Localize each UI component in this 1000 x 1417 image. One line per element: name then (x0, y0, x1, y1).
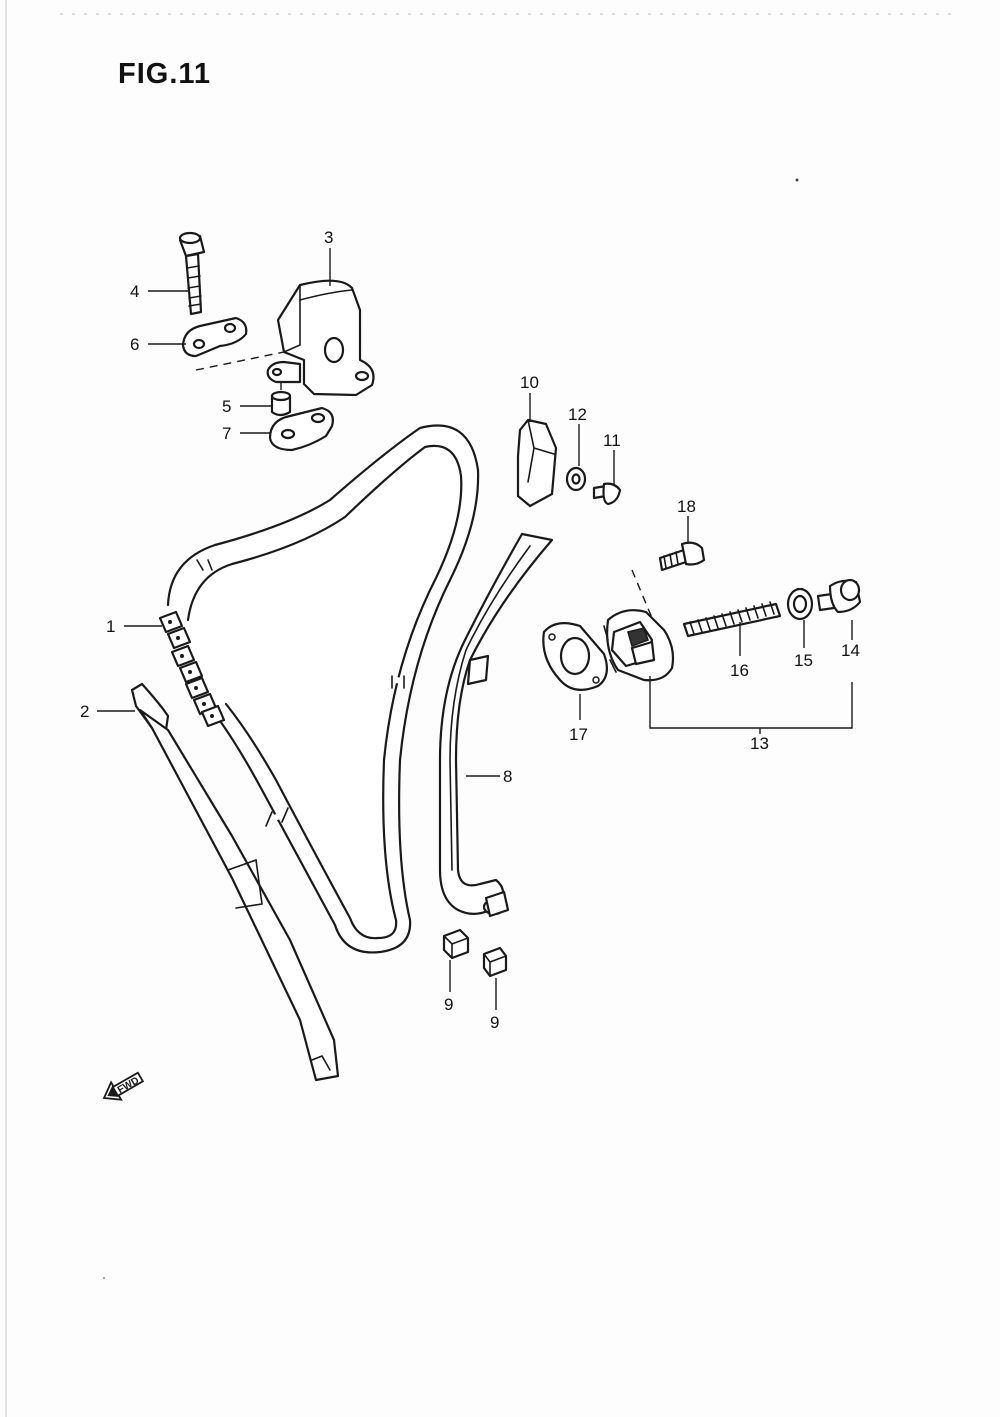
callout-15: 15 (794, 651, 813, 670)
forward-arrow-icon: FWD (102, 1071, 145, 1101)
callout-14: 14 (841, 641, 860, 660)
callout-6: 6 (130, 335, 139, 354)
part-6-plate (181, 316, 248, 358)
part-18-guide-dashline (631, 569, 653, 619)
part-5-dowel (270, 390, 292, 417)
part-11-screw (592, 482, 622, 506)
callout-1: 1 (106, 617, 115, 636)
callout-13: 13 (750, 734, 769, 753)
part-6-guide-dashline (195, 351, 285, 371)
part-9-damper-b (482, 946, 508, 978)
callout-9b: 9 (490, 1013, 499, 1032)
callout-9a: 9 (444, 995, 453, 1014)
part-14-cap-bolt (816, 578, 862, 614)
part-2-chain-guide (130, 682, 340, 1082)
part-8-tensioner-guide (438, 532, 554, 918)
callout-4: 4 (130, 282, 139, 301)
part-3-chain-guide-holder (266, 279, 375, 397)
part-17-gasket (542, 621, 609, 691)
callout-12: 12 (568, 405, 587, 424)
part-12-washer (565, 466, 587, 492)
part-7-plate (268, 406, 334, 452)
part-10-guide-pad (516, 418, 558, 508)
figure-title: FIG.11 (118, 58, 212, 90)
fwd-label: FWD (116, 1075, 141, 1096)
part-16-spring (682, 601, 782, 638)
callout-3: 3 (324, 228, 333, 247)
callout-16: 16 (730, 661, 749, 680)
callout-5: 5 (222, 397, 231, 416)
callout-11: 11 (603, 431, 621, 450)
scan-speck (795, 178, 799, 182)
callout-10: 10 (520, 373, 539, 392)
part-15-washer (786, 587, 814, 621)
callout-17: 17 (569, 725, 588, 744)
scan-speck (103, 1277, 105, 1279)
part-18-bolt (658, 541, 706, 572)
callout-7: 7 (222, 424, 231, 443)
part-1-cam-chain (158, 424, 480, 954)
callout-18: 18 (677, 497, 696, 516)
part-13-tensioner-body (603, 609, 675, 682)
leader-lines (97, 248, 853, 1010)
callout-8: 8 (503, 767, 512, 786)
part-4-bolt (178, 231, 206, 316)
part-9-damper-a (442, 928, 470, 960)
callout-2: 2 (80, 702, 89, 721)
